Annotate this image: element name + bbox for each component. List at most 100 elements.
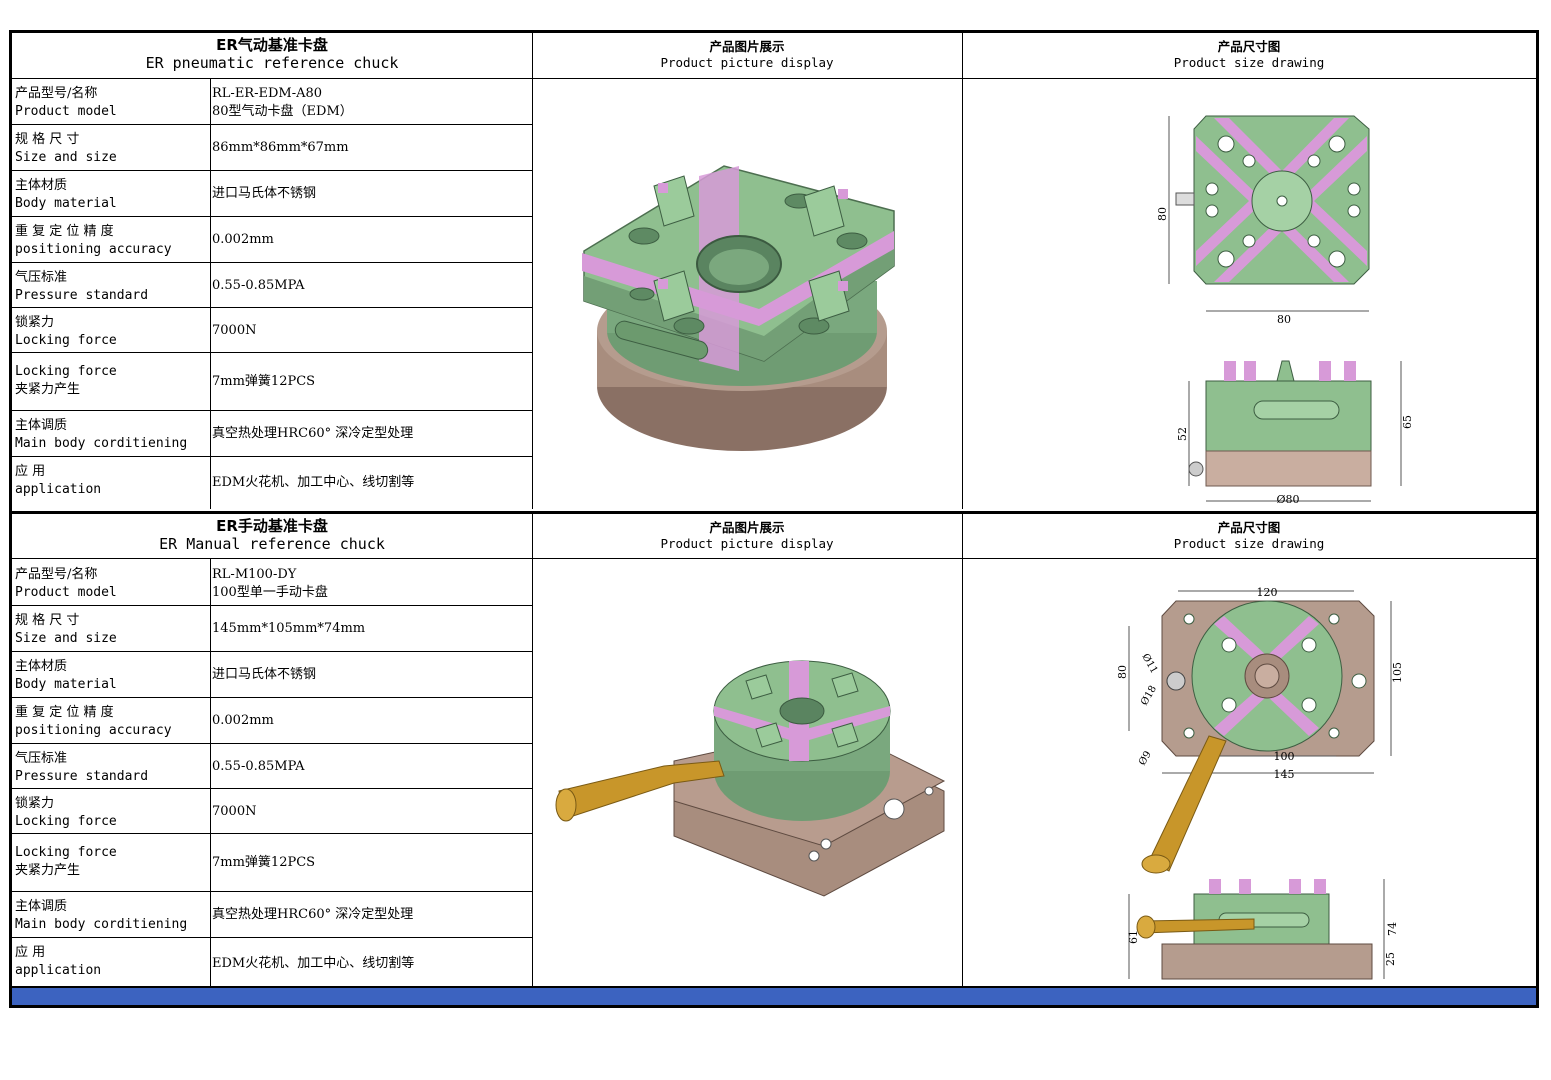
- drawing-header-en: Product size drawing: [1173, 536, 1325, 551]
- spec-label-cn: 重 复 定 位 精 度: [15, 224, 114, 239]
- spec-row: 重 复 定 位 精 度 positioning accuracy 0.002mm: [12, 217, 532, 263]
- spec-sheet: ER气动基准卡盘 ER pneumatic reference chuck 产品…: [9, 30, 1539, 1008]
- spec-label-en: Size and size: [15, 631, 117, 646]
- drawing-header-cn: 产品尺寸图: [1217, 39, 1281, 54]
- picture-header: 产品图片展示 Product picture display: [532, 514, 962, 560]
- title-cn: ER气动基准卡盘: [216, 36, 328, 54]
- spec-label-en: Locking force: [15, 814, 117, 829]
- dim-front-left: 52: [1176, 427, 1189, 441]
- spec-value-line: EDM火花机、加工中心、线切割等: [212, 475, 415, 490]
- picture-header-cn: 产品图片展示: [709, 39, 785, 54]
- spec-label-cn: 锁紧力: [15, 315, 55, 330]
- spec-label: 锁紧力 Locking force: [15, 795, 117, 831]
- drawing-header: 产品尺寸图 Product size drawing: [962, 514, 1536, 560]
- front-view: [1128, 879, 1385, 980]
- top-view: [1128, 590, 1392, 874]
- spec-label-en: positioning accuracy: [15, 242, 172, 257]
- spec-row: 锁紧力 Locking force 7000N: [12, 789, 532, 834]
- dim-100: 100: [1274, 750, 1295, 763]
- spec-label-cn: 主体材质: [15, 178, 68, 193]
- spec-value: 进口马氏体不锈钢: [212, 666, 316, 684]
- spec-value-line: 真空热处理HRC60° 深冷定型处理: [212, 907, 414, 922]
- dim-top-side: 80: [1156, 207, 1169, 221]
- spec-label-cn: 气压标准: [15, 751, 68, 766]
- dim-80: 80: [1116, 665, 1129, 679]
- drawing-header: 产品尺寸图 Product size drawing: [962, 33, 1536, 79]
- spec-label-en: Main body corditiening: [15, 436, 188, 451]
- product-drawing-pneumatic: 80 80 52 65 Ø80: [1156, 115, 1414, 506]
- spec-value: 7mm弹簧12PCS: [212, 373, 315, 391]
- spec-value: RL-M100-DY 100型单一手动卡盘: [212, 566, 328, 602]
- spec-value-line2: 100型单一手动卡盘: [212, 585, 328, 600]
- spec-label-cn: 重 复 定 位 精 度: [15, 705, 114, 720]
- dim-front-bottom: Ø80: [1276, 493, 1299, 506]
- spec-label-cn: 主体材质: [15, 659, 68, 674]
- spec-label-cn: 气压标准: [15, 270, 68, 285]
- spec-value: 145mm*105mm*74mm: [212, 620, 365, 638]
- spec-label-cn: 规 格 尺 寸: [15, 132, 80, 147]
- title-cn: ER手动基准卡盘: [216, 517, 328, 535]
- spec-value-line: 7mm弹簧12PCS: [212, 374, 316, 389]
- spec-value: 真空热处理HRC60° 深冷定型处理: [212, 425, 413, 443]
- spec-label-cn: 锁紧力: [15, 796, 55, 811]
- spec-label-en: Pressure standard: [15, 288, 149, 303]
- spec-value: 0.55-0.85MPA: [212, 277, 305, 295]
- spec-row: 规 格 尺 寸 Size and size 145mm*105mm*74mm: [12, 606, 532, 652]
- spec-value: 0.55-0.85MPA: [212, 758, 305, 776]
- dim-d11: Ø11: [1139, 652, 1159, 676]
- spec-label: 重 复 定 位 精 度 positioning accuracy: [15, 223, 172, 259]
- product-picture-pneumatic: [582, 165, 895, 451]
- spec-value-line: 0.55-0.85MPA: [212, 277, 305, 293]
- drawing-header-cn: 产品尺寸图: [1217, 520, 1281, 535]
- spec-label: 规 格 尺 寸 Size and size: [15, 612, 117, 648]
- spec-value: 86mm*86mm*67mm: [212, 139, 349, 157]
- drawing-header-en: Product size drawing: [1173, 55, 1325, 70]
- dim-120: 120: [1257, 586, 1278, 599]
- spec-label-en: Product model: [15, 585, 117, 600]
- spec-value-line: 0.002mm: [212, 232, 274, 247]
- top-view: [1168, 115, 1370, 312]
- spec-label-cn: 应 用: [15, 464, 46, 479]
- spec-row: 气压标准 Pressure standard 0.55-0.85MPA: [12, 263, 532, 308]
- spec-value-line: 145mm*105mm*74mm: [212, 621, 366, 636]
- product-section-manual: ER手动基准卡盘 ER Manual reference chuck 产品图片展…: [12, 511, 1536, 990]
- picture-header-cn: 产品图片展示: [709, 520, 785, 535]
- spec-value-line: 7000N: [212, 803, 257, 819]
- spec-label-en: Locking force: [15, 845, 117, 860]
- spec-value: 0.002mm: [212, 231, 274, 249]
- spec-value-line: RL-M100-DY: [212, 567, 297, 582]
- dim-d18: Ø18: [1139, 684, 1159, 708]
- product-drawing-manual: 120 Ø11 80 Ø18 Ø9 100 145 105 61 74 25: [1116, 586, 1404, 980]
- dim-front-right: 65: [1401, 415, 1414, 429]
- title-en: ER pneumatic reference chuck: [145, 54, 399, 72]
- front-view: [1188, 360, 1402, 502]
- spec-value-line: 进口马氏体不锈钢: [212, 186, 317, 201]
- section-title: ER手动基准卡盘 ER Manual reference chuck: [12, 514, 532, 560]
- spec-label-cn: 规 格 尺 寸: [15, 613, 80, 628]
- spec-value: 0.002mm: [212, 712, 274, 730]
- spec-value-line: 真空热处理HRC60° 深冷定型处理: [212, 426, 414, 441]
- spec-value: 7000N: [212, 322, 256, 340]
- spec-label-cn: 主体调质: [15, 899, 68, 914]
- spec-value-line: RL-ER-EDM-A80: [212, 86, 323, 101]
